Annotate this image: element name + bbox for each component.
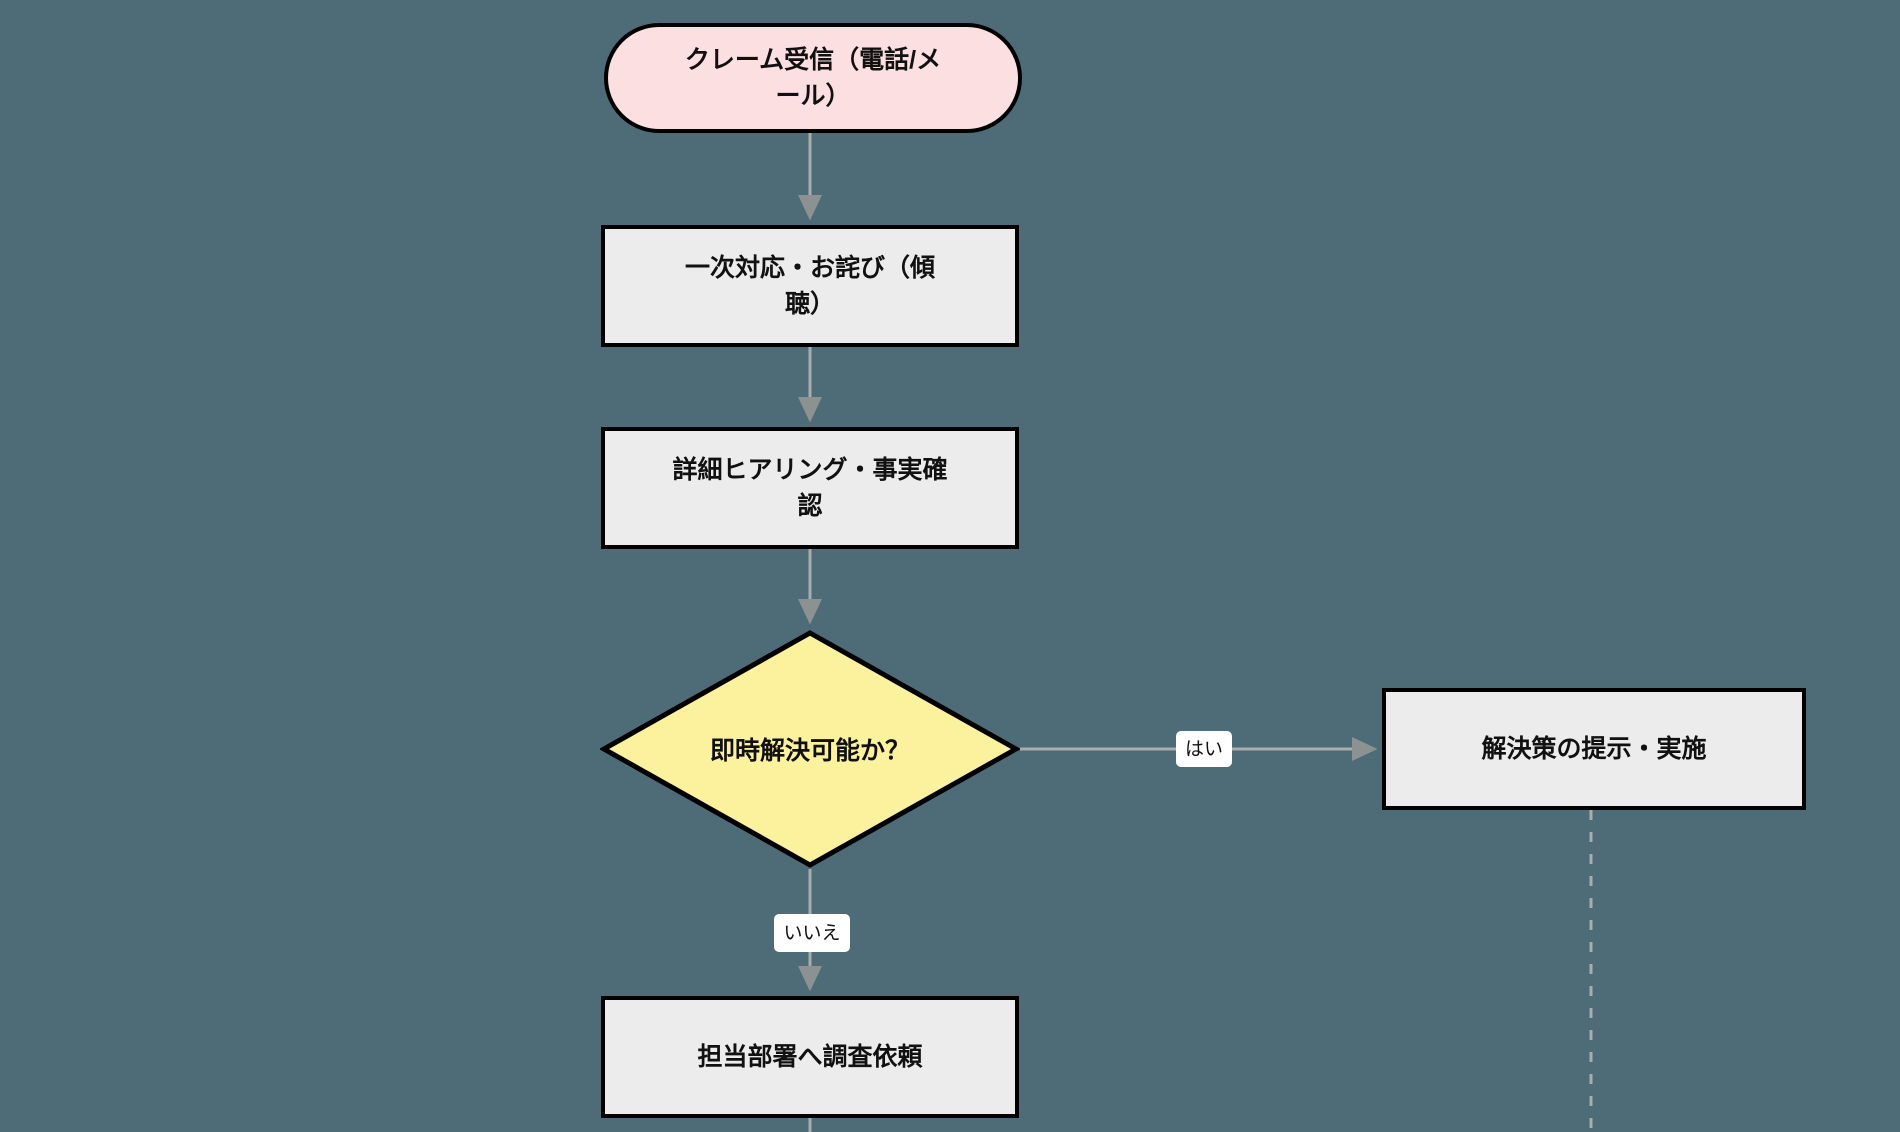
- node-first-response-apology[interactable]: 一次対応・お詫び（傾 聴）: [601, 225, 1019, 347]
- diamond-shape: [600, 630, 1020, 868]
- node-label: 詳細ヒアリング・事実確 認: [672, 455, 948, 520]
- node-decision-immediate-resolution[interactable]: 即時解決可能か？: [600, 629, 1020, 869]
- edge-label-no: いいえ: [774, 914, 850, 952]
- node-label: 担当部署へ調査依頼: [697, 1042, 923, 1071]
- node-label: 即時解決可能か？: [709, 737, 910, 765]
- node-label: クレーム受信（電話/メ ール）: [684, 45, 942, 110]
- node-solution-proposal[interactable]: 解決策の提示・実施: [1382, 688, 1806, 810]
- node-claim-received[interactable]: クレーム受信（電話/メ ール）: [604, 23, 1022, 133]
- node-label: 一次対応・お詫び（傾 聴）: [684, 253, 935, 318]
- node-request-investigation[interactable]: 担当部署へ調査依頼: [601, 996, 1019, 1118]
- node-detailed-hearing[interactable]: 詳細ヒアリング・事実確 認: [601, 427, 1019, 549]
- node-label: 解決策の提示・実施: [1481, 734, 1707, 763]
- edge-label-yes: はい: [1176, 731, 1232, 767]
